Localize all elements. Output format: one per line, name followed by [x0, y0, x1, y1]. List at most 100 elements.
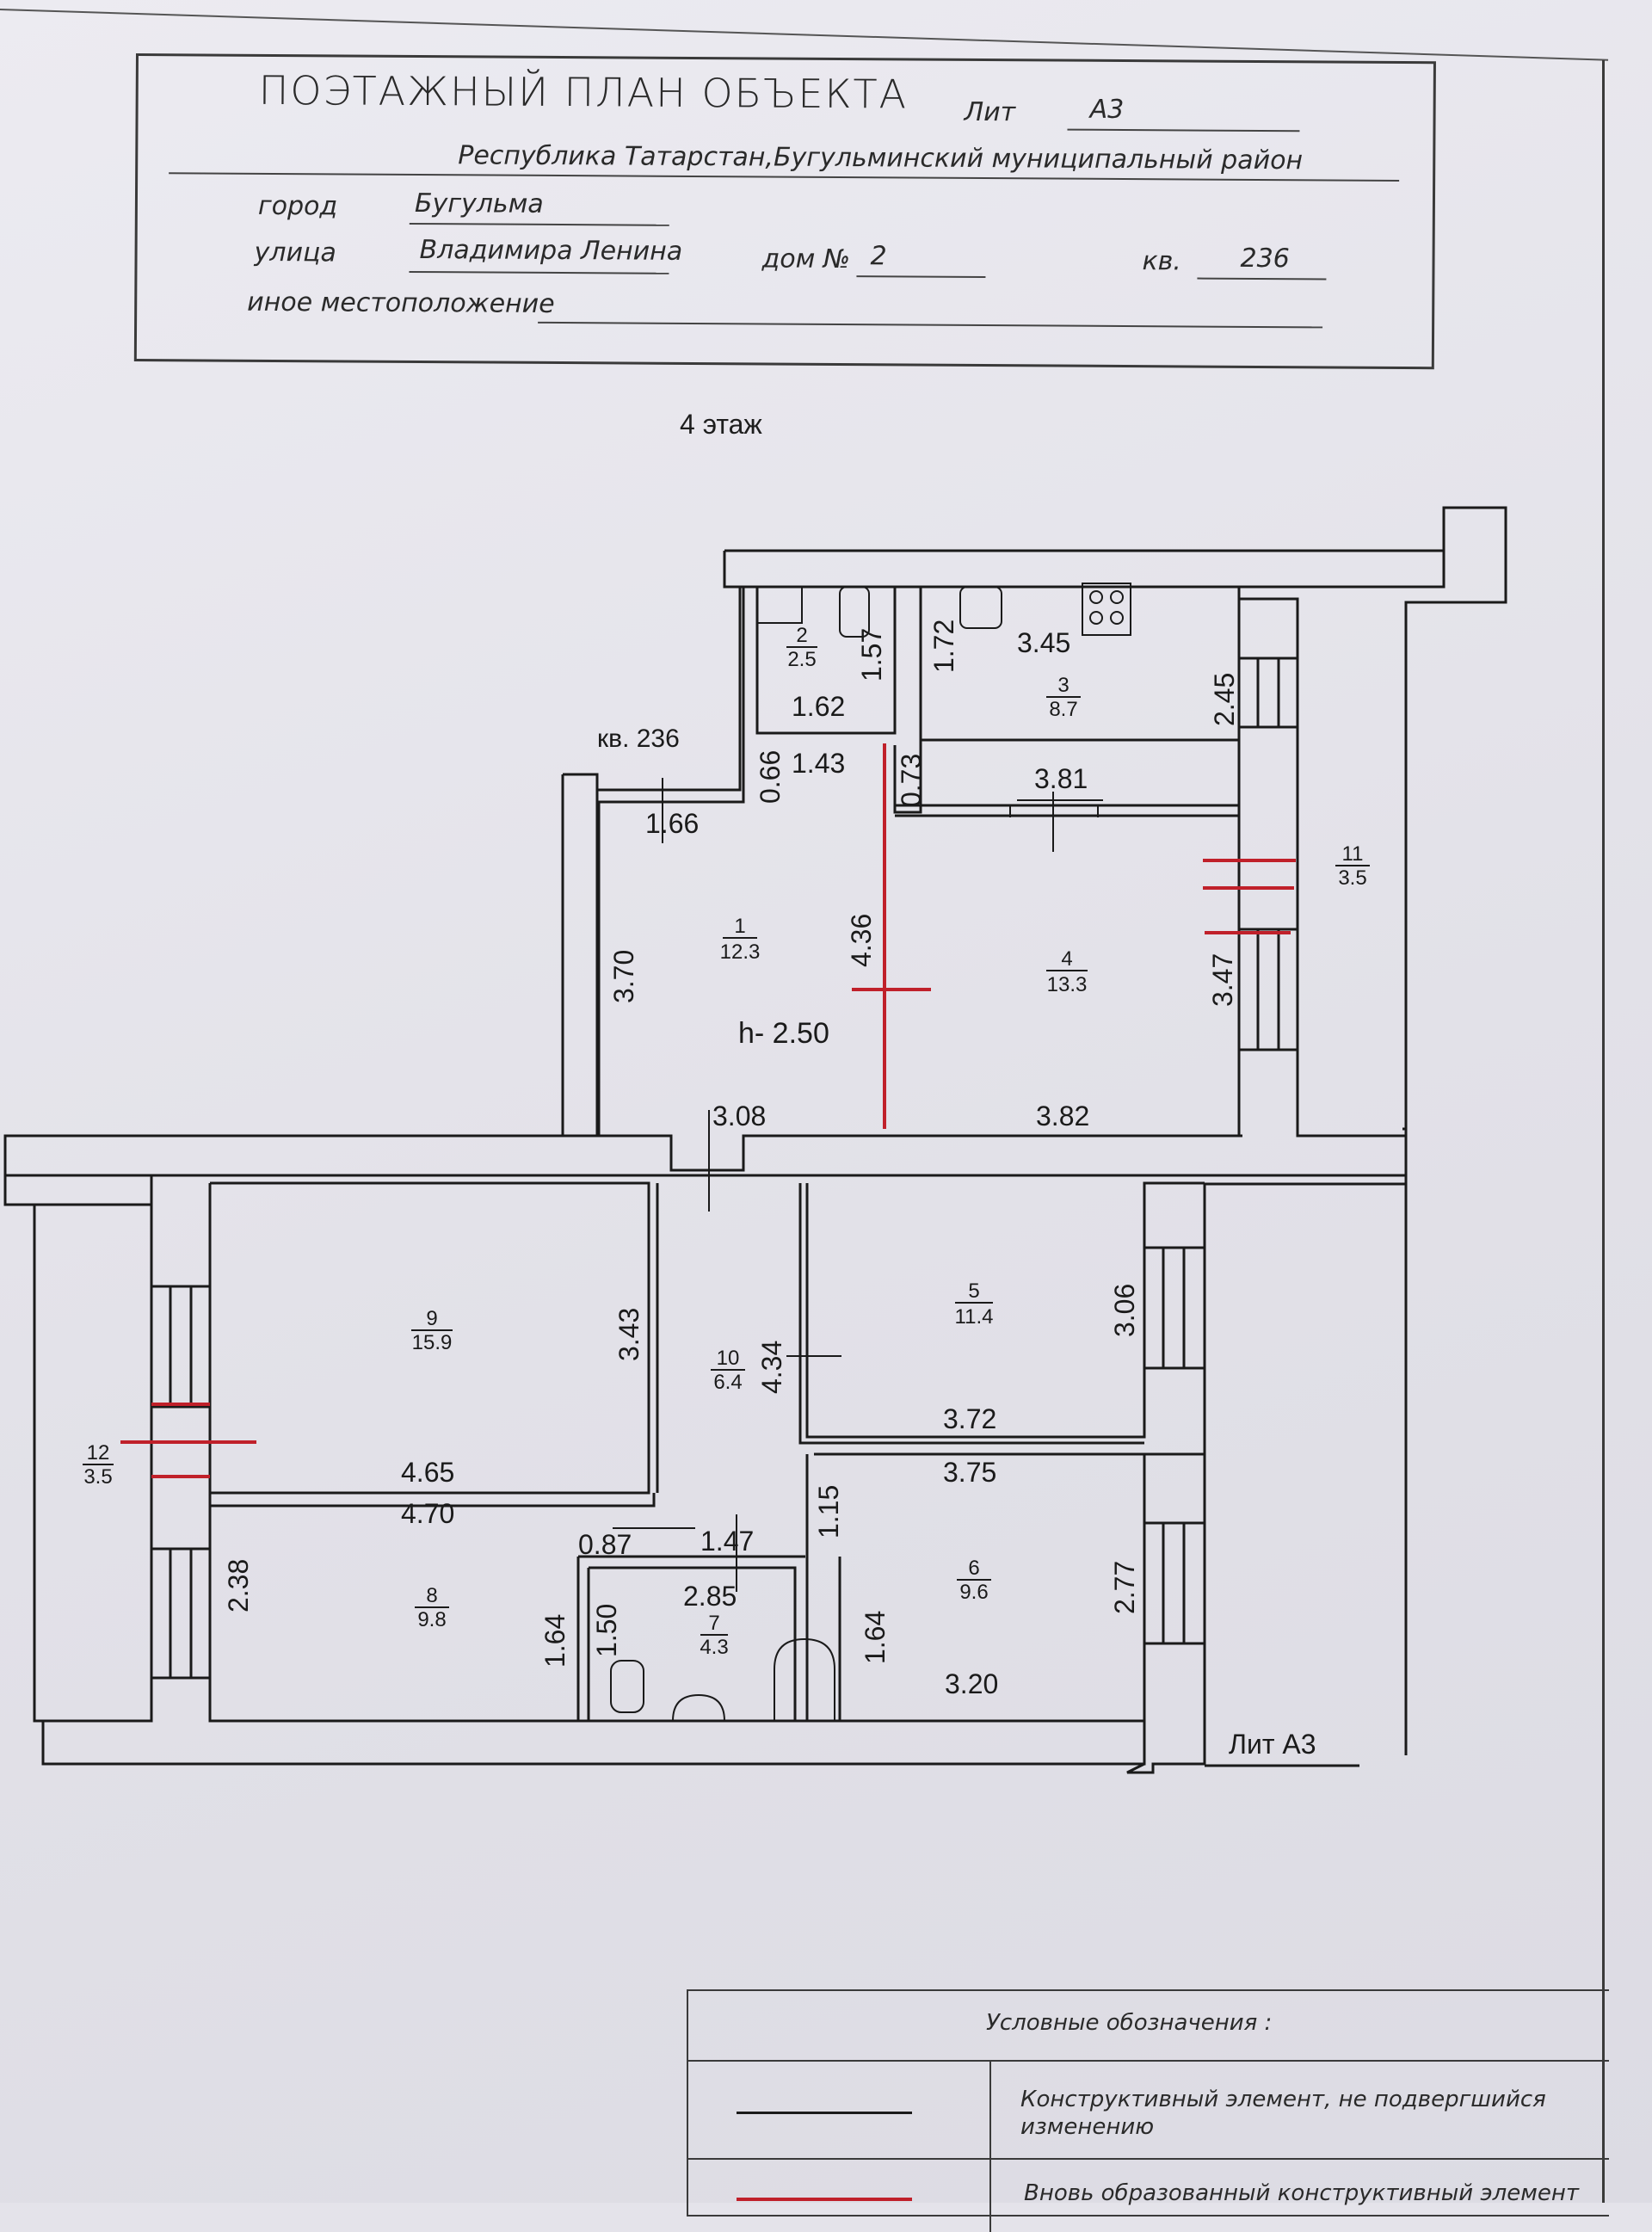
dim-1-66: 1.66: [645, 808, 699, 839]
dim-0-66: 0.66: [755, 750, 786, 804]
dim-3-08: 3.08: [712, 1101, 766, 1131]
bathtub-icon: [774, 1637, 835, 1721]
legend-row-existing: Конструктивный элемент, не подвергшийся …: [1020, 2087, 1546, 2140]
room-3-area: 8.7: [1049, 698, 1077, 721]
dim-2-85: 2.85: [683, 1581, 737, 1612]
dim-3-70: 3.70: [608, 950, 639, 1003]
legend: Условные обозначения : Конструктивный эл…: [687, 1989, 1609, 2232]
lit-a3-label: Лит А3: [1229, 1729, 1316, 1760]
room-8-area: 9.8: [417, 1608, 446, 1631]
dim-4-36: 4.36: [846, 914, 877, 967]
new-elements: [120, 743, 1296, 1478]
room-7-number: 7: [708, 1612, 719, 1635]
dim-3-82: 3.82: [1036, 1101, 1089, 1131]
dim-1-50: 1.50: [591, 1604, 622, 1657]
plan-fixtures: [610, 583, 1131, 1722]
room-3-number: 3: [1057, 674, 1069, 697]
room-12-number: 12: [87, 1441, 110, 1464]
stove-icon: [1082, 583, 1131, 636]
street-underline: [409, 270, 669, 274]
region-text: Республика Татарстан,Бугульминский муниц…: [458, 140, 1304, 176]
house-value: 2: [870, 241, 887, 272]
dim-1-62: 1.62: [792, 691, 845, 722]
room-6-number: 6: [968, 1557, 979, 1580]
house-label: дом №: [761, 244, 851, 275]
dim-0-87: 0.87: [578, 1529, 632, 1560]
dim-3-47: 3.47: [1207, 953, 1238, 1007]
room-7-area: 4.3: [700, 1636, 728, 1659]
other-location-underline: [538, 321, 1323, 329]
legend-row-new: Вновь образованный конструктивный элемен…: [1024, 2180, 1580, 2206]
kitchen-sink-icon: [959, 586, 1002, 629]
dim-0-73: 0.73: [896, 754, 927, 807]
room-12-area: 3.5: [83, 1465, 112, 1489]
legend-divider-2: [688, 2158, 1609, 2160]
room-4-number: 4: [1061, 947, 1072, 971]
lit-value: А3: [1089, 94, 1125, 126]
room-11-number: 11: [1342, 842, 1364, 866]
title-block: ПОЭТАЖНЫЙ ПЛАН ОБЪЕКТА Лит А3 Республика…: [133, 53, 1436, 370]
room-1-area: 12.3: [720, 940, 761, 964]
dim-3-45: 3.45: [1017, 627, 1070, 658]
wc-icon: [610, 1660, 644, 1713]
dim-3-75: 3.75: [943, 1457, 996, 1488]
dim-3-06: 3.06: [1109, 1284, 1140, 1337]
frame-right-line: [1602, 60, 1605, 2203]
room-9-number: 9: [426, 1307, 437, 1330]
toilet-icon: [839, 586, 870, 638]
plan-title: ПОЭТАЖНЫЙ ПЛАН ОБЪЕКТА: [258, 66, 909, 118]
apt-underline: [1197, 277, 1327, 281]
floor-plan: кв. 236 h- 2.50 Лит А3 1 12.3 2 2.5 3 8.…: [3, 506, 1507, 1774]
apt-label: кв.: [1142, 246, 1181, 277]
frame-top-line: [0, 9, 1609, 61]
dim-1-15: 1.15: [813, 1485, 844, 1538]
height-label: h- 2.50: [738, 1017, 829, 1050]
dim-3-72: 3.72: [943, 1403, 996, 1434]
washbasin-icon: [672, 1693, 725, 1722]
dim-3-43: 3.43: [613, 1308, 644, 1361]
legend-title: Условные обозначения :: [986, 2010, 1273, 2036]
apt-value: 236: [1240, 243, 1290, 274]
room-6-area: 9.6: [959, 1581, 988, 1604]
house-underline: [856, 275, 986, 279]
dim-2-38: 2.38: [223, 1559, 254, 1612]
dim-1-57: 1.57: [856, 628, 887, 681]
room-2-area: 2.5: [787, 648, 816, 671]
legend-divider-1: [688, 2060, 1609, 2062]
lit-underline: [1067, 128, 1300, 133]
legend-line-new: [737, 2198, 912, 2201]
room-1-number: 1: [734, 915, 745, 938]
area-fraction-lines: [83, 646, 1370, 1636]
room-2-number: 2: [796, 624, 807, 647]
legend-line-existing: [737, 2112, 912, 2114]
dim-1-72: 1.72: [928, 620, 959, 673]
dim-4-34: 4.34: [756, 1341, 787, 1394]
dim-1-64-right: 1.64: [860, 1611, 891, 1664]
dim-2-77: 2.77: [1109, 1561, 1140, 1614]
room-9-area: 15.9: [412, 1331, 453, 1354]
dim-1-43: 1.43: [792, 748, 845, 779]
room-11-area: 3.5: [1338, 866, 1366, 890]
dim-2-45: 2.45: [1209, 673, 1240, 726]
city-label: город: [257, 190, 338, 222]
floor-label: 4 этаж: [680, 409, 762, 440]
street-label: улица: [254, 237, 336, 268]
other-location-label: иное местоположение: [247, 287, 555, 319]
room-8-number: 8: [426, 1584, 437, 1607]
dim-4-65: 4.65: [401, 1457, 454, 1488]
lit-label: Лит: [964, 96, 1016, 128]
dim-3-81: 3.81: [1034, 763, 1088, 794]
dim-1-64-left: 1.64: [539, 1614, 570, 1668]
city-value: Бугульма: [414, 188, 544, 219]
room-5-area: 11.4: [955, 1305, 994, 1329]
room-5-number: 5: [968, 1279, 979, 1303]
dim-3-20: 3.20: [945, 1668, 998, 1699]
dim-4-70: 4.70: [401, 1498, 454, 1529]
room-10-number: 10: [717, 1347, 740, 1370]
sink-icon: [756, 586, 803, 624]
street-value: Владимира Ленина: [419, 235, 683, 267]
plan-labels: кв. 236 h- 2.50 Лит А3 1 12.3 2 2.5 3 8.…: [83, 620, 1370, 1760]
legend-column-divider: [989, 2060, 991, 2232]
dim-1-47: 1.47: [700, 1526, 754, 1557]
